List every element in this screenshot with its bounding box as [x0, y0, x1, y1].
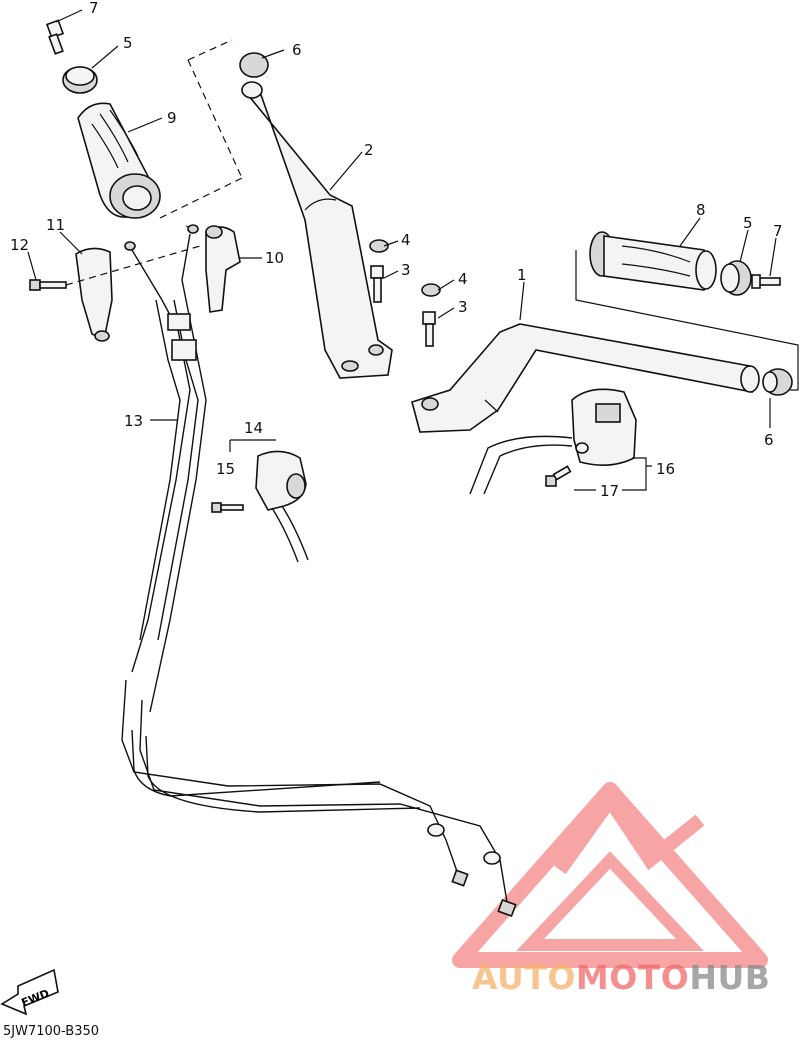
callout-3-lower: 3 [458, 298, 468, 316]
handlebar-2-icon [239, 52, 393, 379]
weight-5-left-icon [62, 66, 98, 94]
callout-9: 9 [167, 109, 177, 127]
callout-16: 16 [656, 460, 675, 478]
part-code: 5JW7100-B350 [3, 1024, 100, 1039]
callout-1: 1 [517, 266, 527, 284]
bolt-7-left-icon [45, 19, 65, 55]
throttle-housing-11-icon [75, 247, 113, 342]
callout-7-left: 7 [89, 0, 99, 17]
bracket-right-grip [575, 250, 799, 391]
bracket-left-grip [159, 39, 243, 219]
throttle-cables-13-icon [121, 233, 517, 918]
screw-15-icon [211, 502, 244, 513]
end-cap-6-right-icon [762, 368, 793, 396]
weight-5-right-icon [720, 260, 752, 296]
throttle-housing-10-icon [205, 225, 241, 313]
callout-4-upper: 4 [401, 231, 411, 249]
callout-7-right: 7 [773, 222, 783, 240]
bolt-3-upper-icon [370, 265, 384, 303]
callout-4-lower: 4 [458, 270, 468, 288]
bolt-3-lower-icon [422, 311, 436, 347]
callout-5-right: 5 [743, 214, 753, 232]
grip-8-icon [589, 231, 717, 291]
watermark-logo-icon [452, 782, 768, 968]
cap-4-lower-icon [421, 283, 441, 297]
callout-10: 10 [265, 249, 284, 267]
grip-9-icon [77, 102, 161, 219]
switch-16-icon [469, 388, 637, 495]
callout-2: 2 [364, 141, 374, 159]
callout-17: 17 [600, 482, 619, 500]
screw-17-icon [545, 465, 572, 487]
screw-12-icon [29, 279, 67, 291]
callout-6-upper: 6 [292, 41, 302, 59]
cap-4-upper-icon [369, 239, 389, 253]
bolt-7-right-icon [751, 274, 781, 289]
callout-5-left: 5 [123, 34, 133, 52]
callout-14: 14 [244, 419, 263, 437]
watermark-part-auto: AUTO [472, 958, 576, 997]
handlebar-1-icon [411, 323, 760, 433]
watermark-text: AUTOMOTOHUB [472, 958, 794, 1002]
callout-12: 12 [10, 236, 29, 254]
callout-8: 8 [696, 201, 706, 219]
callout-3-upper: 3 [401, 261, 411, 279]
leader-lines [27, 9, 777, 428]
fwd-arrow-icon: FWD [0, 968, 59, 1016]
callout-6-lower: 6 [764, 431, 774, 449]
callout-15: 15 [216, 460, 235, 478]
switch-14-icon [255, 450, 309, 563]
watermark-part-moto: MOTO [575, 958, 690, 997]
callout-11: 11 [46, 216, 65, 234]
callout-13: 13 [124, 412, 143, 430]
watermark-part-hub: HUB [689, 958, 771, 997]
